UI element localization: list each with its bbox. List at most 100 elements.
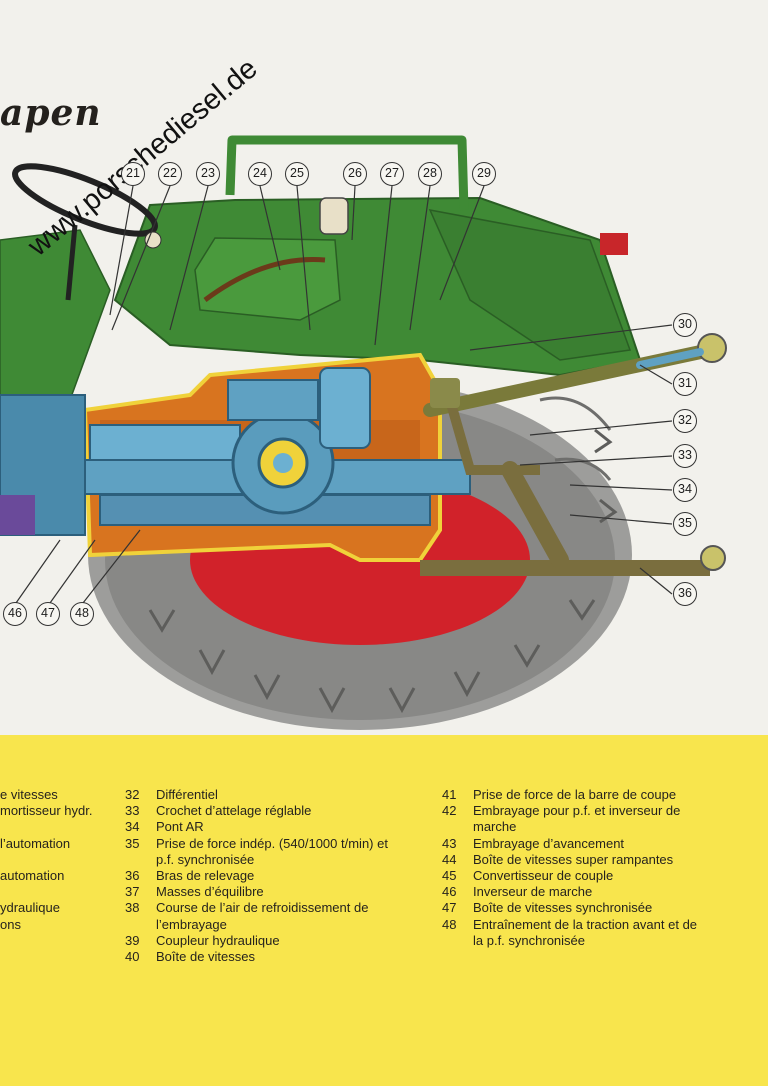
callout-48: 48 [70, 602, 94, 626]
legend-number: 39 [125, 932, 140, 948]
steering-wheel [12, 163, 162, 301]
front-body-section [0, 229, 111, 421]
callout-35: 35 [673, 512, 697, 536]
callout-24: 24 [248, 162, 272, 186]
legend-item-47: 47 Boîte de vitesses synchronisée [442, 900, 745, 916]
callout-22: 22 [158, 162, 182, 186]
legend-fragment: ons [0, 916, 21, 932]
legend-text-line: Prise de force indép. (540/1000 t/min) e… [156, 835, 388, 851]
legend-number: 37 [125, 884, 140, 900]
legend-fragment: ydraulique [0, 900, 60, 916]
legend-column-middle: 32 Différentiel 33 Crochet d’attelage régl… [125, 787, 427, 965]
callout-34: 34 [673, 478, 697, 502]
legend-number: 34 [125, 819, 140, 835]
callout-33: 33 [673, 444, 697, 468]
legend-fragment [0, 884, 118, 900]
legend-number: 46 [442, 884, 457, 900]
legend-text: Bras de relevage [156, 868, 255, 884]
callout-28: 28 [418, 162, 442, 186]
legend-item-39: 39 Coupleur hydraulique [125, 933, 427, 949]
legend-number: 38 [125, 900, 140, 916]
legend-item-45: 45 Convertisseur de couple [442, 868, 745, 884]
callout-30: 30 [673, 313, 697, 337]
legend-text-line: marche [473, 819, 517, 835]
three-point-linkage [420, 333, 727, 576]
legend-column-right: 41 Prise de force de la barre de coupe 42… [442, 787, 745, 949]
legend-text-line: la p.f. synchronisée [473, 932, 586, 948]
legend-fragment: automation [0, 868, 65, 884]
gear-train [0, 367, 471, 536]
legend-item-34: 34 Pont AR [125, 819, 427, 835]
legend-fragment: mortisseur hydr. [0, 803, 93, 819]
callout-31: 31 [673, 372, 697, 396]
legend-item-48: 48 Entraînement de la traction avant et d… [442, 917, 745, 949]
legend-number: 33 [125, 803, 140, 819]
legend-number: 44 [442, 851, 457, 867]
page-title-fragment: apen [0, 92, 102, 134]
legend-text: Coupleur hydraulique [156, 932, 280, 948]
callout-46: 46 [3, 602, 27, 626]
callout-36: 36 [673, 582, 697, 606]
legend-number: 40 [125, 949, 140, 965]
legend-number: 41 [442, 787, 457, 802]
legend-fragment [0, 852, 118, 868]
legend-text: Crochet d’attelage réglable [156, 803, 312, 819]
legend-text: Inverseur de marche [473, 884, 593, 900]
callout-32: 32 [673, 409, 697, 433]
legend-fragment: e vitesses [0, 787, 58, 802]
tractor-cutaway-illustration [0, 135, 727, 730]
legend-fragment: l’automation [0, 835, 71, 851]
legend-text: Prise de force indép. (540/1000 t/min) e… [156, 836, 427, 868]
legend-band: e vitesses mortisseur hydr. l’automation… [0, 735, 768, 1086]
legend-text: Convertisseur de couple [473, 868, 614, 884]
legend-text: Masses d’équilibre [156, 884, 264, 900]
leader-lines [15, 185, 673, 604]
callout-23: 23 [196, 162, 220, 186]
legend-item-37: 37 Masses d’équilibre [125, 884, 427, 900]
legend-column-left-cropped: e vitesses mortisseur hydr. l’automation… [0, 787, 118, 933]
legend-text-line: l’embrayage [156, 916, 227, 932]
legend-text-line: p.f. synchronisée [156, 851, 255, 867]
callout-25: 25 [285, 162, 309, 186]
legend-text: Différentiel [156, 787, 218, 802]
callout-26: 26 [343, 162, 367, 186]
legend-text: Boîte de vitesses [156, 949, 255, 965]
legend-item-36: 36 Bras de relevage [125, 868, 427, 884]
legend-number: 48 [442, 916, 457, 932]
legend-text-line: Entraînement de la traction avant et de [473, 916, 698, 932]
callout-29: 29 [472, 162, 496, 186]
green-bodywork [113, 135, 642, 377]
legend-number: 32 [125, 787, 140, 802]
legend-text: Boîte de vitesses super rampantes [473, 851, 674, 867]
legend-text: Embrayage d’avancement [473, 835, 625, 851]
legend-number: 45 [442, 868, 457, 884]
callout-27: 27 [380, 162, 404, 186]
legend-number: 35 [125, 835, 140, 851]
callout-21: 21 [121, 162, 145, 186]
legend-item-40: 40 Boîte de vitesses [125, 949, 427, 965]
legend-number: 42 [442, 803, 457, 819]
legend-text: Pont AR [156, 819, 204, 835]
legend-item-46: 46 Inverseur de marche [442, 884, 745, 900]
legend-text-line: Embrayage pour p.f. et inverseur de [473, 803, 681, 819]
legend-number: 43 [442, 835, 457, 851]
legend-item-35: 35 Prise de force indép. (540/1000 t/min)… [125, 836, 427, 868]
legend-number: 36 [125, 868, 140, 884]
legend-number: 47 [442, 900, 457, 916]
legend-item-44: 44 Boîte de vitesses super rampantes [442, 852, 745, 868]
legend-text: Boîte de vitesses synchronisée [473, 900, 653, 916]
legend-text-line: Course de l’air de refroidissement de [156, 900, 369, 916]
callout-47: 47 [36, 602, 60, 626]
legend-item-32: 32 Différentiel [125, 787, 427, 803]
legend-item-43: 43 Embrayage d’avancement [442, 836, 745, 852]
legend-text: Prise de force de la barre de coupe [473, 787, 677, 802]
legend-item-41: 41 Prise de force de la barre de coupe [442, 787, 745, 803]
legend-item-33: 33 Crochet d’attelage réglable [125, 803, 427, 819]
legend-fragment [0, 819, 118, 835]
